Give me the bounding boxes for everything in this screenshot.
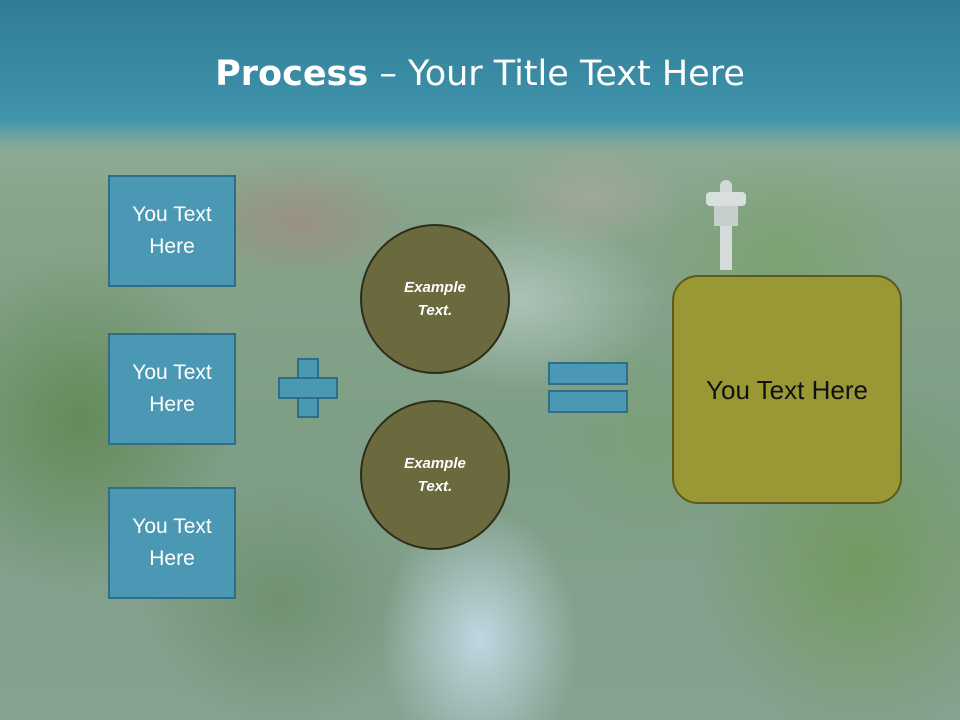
circle-label: Example Text. [404,279,466,319]
left-text-box-2[interactable]: You Text Here [108,333,236,445]
left-text-box-label: You Text Here [132,361,212,416]
slide-title[interactable]: Process – Your Title Text Here [0,50,960,98]
equals-bar-bottom [548,390,628,413]
left-text-box-1[interactable]: You Text Here [108,175,236,287]
result-label: You Text Here [706,374,868,405]
equals-bar-top [548,362,628,385]
title-bold-part: Process [215,54,369,94]
stone-lantern [706,180,746,270]
example-circle-2[interactable]: Example Text. [360,400,510,550]
circle-label: Example Text. [404,455,466,495]
title-band: Process – Your Title Text Here [0,0,960,150]
plus-icon [278,358,338,418]
left-text-box-label: You Text Here [132,515,212,570]
result-text-box[interactable]: You Text Here [672,275,902,504]
example-circle-1[interactable]: Example Text. [360,224,510,374]
left-text-box-3[interactable]: You Text Here [108,487,236,599]
title-rest-part: – Your Title Text Here [368,54,745,94]
left-text-box-label: You Text Here [132,203,212,258]
